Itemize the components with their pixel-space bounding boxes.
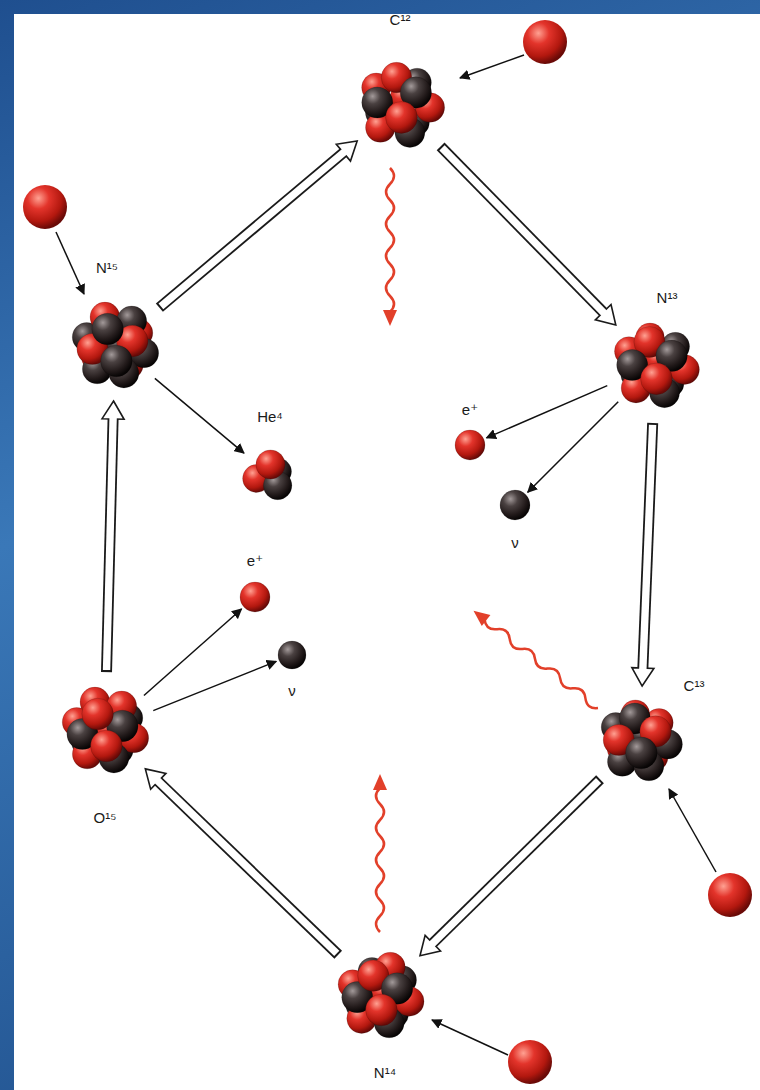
gamma-wave	[482, 616, 600, 711]
nucleus: C¹²	[352, 57, 448, 153]
arrow-line	[153, 661, 276, 710]
gamma-ray	[373, 774, 387, 932]
arrow-inner	[161, 151, 346, 307]
reaction-arrow	[420, 779, 600, 956]
gamma-ray	[383, 168, 397, 326]
arrow-inner	[156, 779, 337, 953]
positron-shape	[240, 582, 270, 612]
nucleus-shape	[352, 57, 448, 153]
reaction-arrow	[441, 146, 616, 325]
proton-sphere	[641, 363, 673, 395]
arrow-inner	[107, 416, 114, 670]
neutrino: ν	[500, 490, 530, 520]
proton-sphere	[256, 450, 285, 479]
arrow-inner	[431, 781, 599, 946]
gamma-head	[469, 605, 490, 626]
emission-arrow	[144, 609, 242, 696]
neutrino-shape	[278, 641, 306, 669]
nucleus: N¹⁵	[67, 297, 163, 393]
neutron-sphere	[101, 345, 133, 377]
emission-arrow	[153, 661, 276, 710]
neutrino: ν	[278, 641, 306, 669]
positron-shape	[455, 430, 485, 460]
isotope-label: N¹³	[657, 289, 678, 307]
neutron-sphere	[92, 313, 124, 345]
nucleus-shape	[57, 682, 153, 778]
nucleus-shape	[332, 947, 428, 1043]
reaction-arrow	[102, 401, 124, 672]
arrow-line	[528, 402, 619, 493]
isotope-label: C¹²	[390, 11, 411, 29]
particle-label: ν	[511, 534, 519, 552]
particle-label: e⁺	[462, 401, 478, 419]
proton	[708, 873, 752, 917]
isotope-label: N¹⁴	[374, 1064, 396, 1082]
proton-sphere	[240, 582, 270, 612]
reaction-arrow	[159, 141, 357, 308]
isotope-label: N¹⁵	[96, 259, 118, 277]
gamma-head	[383, 310, 397, 326]
proton-sphere	[386, 102, 418, 134]
neutron-sphere	[625, 737, 657, 769]
emission-arrow	[528, 402, 619, 493]
proton-arrow	[669, 789, 716, 872]
nucleus: O¹⁵	[57, 682, 153, 778]
particle-label: ν	[288, 682, 296, 700]
particle-label: e⁺	[247, 552, 263, 570]
neutron-sphere	[278, 641, 306, 669]
isotope-label: C¹³	[684, 677, 705, 695]
proton-sphere	[455, 430, 485, 460]
proton-sphere	[91, 730, 123, 762]
arrow-line	[144, 609, 242, 696]
positron: e⁺	[455, 430, 485, 460]
isotope-label: O¹⁵	[94, 809, 117, 827]
proton	[523, 20, 567, 64]
nucleus: C¹³	[594, 694, 686, 786]
proton	[23, 185, 67, 229]
arrow-inner	[643, 425, 653, 671]
arrow-inner	[442, 148, 605, 314]
nucleus: He⁴	[239, 444, 301, 506]
arrow-line	[155, 378, 244, 453]
proton-arrow	[432, 1020, 508, 1055]
gamma-wave	[386, 168, 394, 312]
proton-sphere	[366, 994, 398, 1026]
nucleus-shape	[594, 694, 686, 786]
proton-arrow	[460, 55, 524, 78]
nucleus-shape	[239, 444, 301, 506]
nucleus: N¹⁴	[332, 947, 428, 1043]
nucleus: N¹³	[607, 317, 703, 413]
neutrino-shape	[500, 490, 530, 520]
gamma-wave	[376, 788, 384, 932]
positron: e⁺	[240, 582, 270, 612]
nucleus-shape	[607, 317, 703, 413]
gamma-head	[373, 774, 387, 790]
proton	[508, 1040, 552, 1084]
isotope-label: He⁴	[257, 408, 283, 426]
proton-arrow	[56, 232, 84, 294]
nucleus-shape	[67, 297, 163, 393]
reaction-arrow	[145, 769, 338, 955]
emission-arrow	[155, 378, 244, 453]
reaction-arrow	[632, 423, 654, 686]
neutron-sphere	[500, 490, 530, 520]
gamma-ray	[469, 605, 602, 713]
proton-sphere	[82, 698, 114, 730]
